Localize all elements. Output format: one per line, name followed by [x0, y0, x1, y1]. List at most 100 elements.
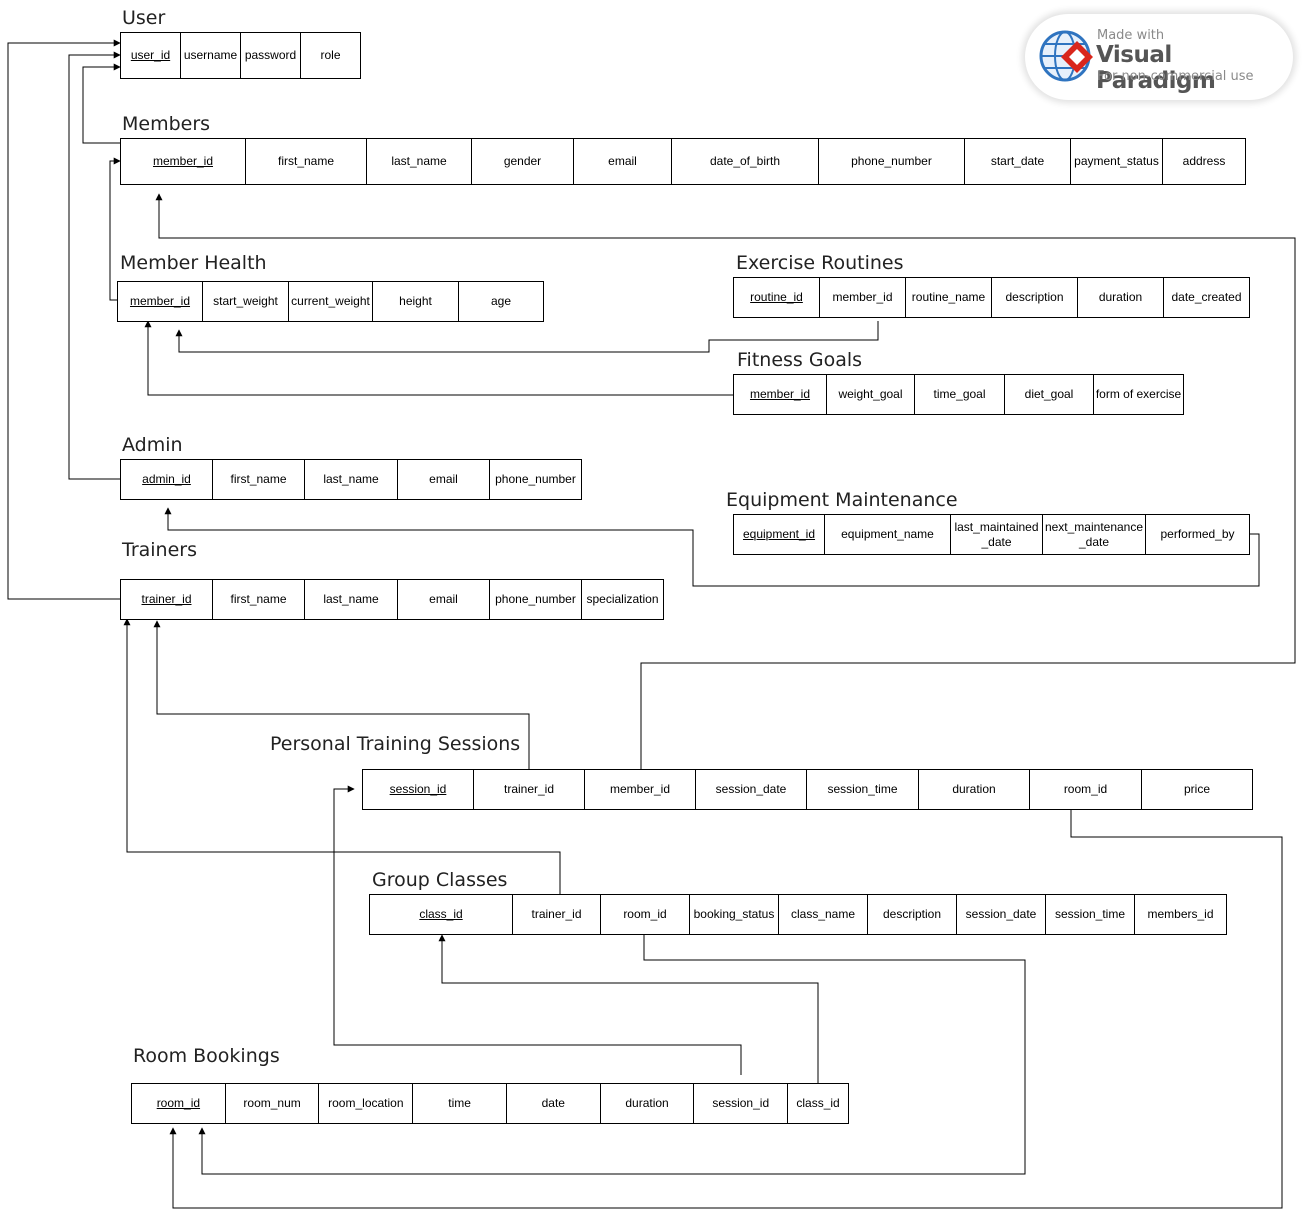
link-classes-to-bookings [198, 935, 1026, 1175]
trainers-entity-title: Trainers [122, 539, 197, 561]
exercise-routines-col-routine-id: routine_id [734, 278, 820, 317]
bookings-col-time: time [413, 1084, 507, 1123]
admin-col-first-name: first_name [213, 460, 305, 499]
equipment-maintenance-table[interactable]: equipment_id equipment_name last_maintai… [733, 514, 1250, 555]
classes-col-session-time: session_time [1046, 895, 1135, 934]
bookings-col-room-id: room_id [132, 1084, 226, 1123]
members-col-date-of-birth: date_of_birth [672, 139, 819, 184]
link-admin-to-user [68, 51, 121, 480]
trainers-table[interactable]: trainer_id first_name last_name email ph… [120, 579, 664, 620]
user-entity-title: User [122, 7, 166, 29]
fitness-goals-col-time-goal: time_goal [915, 375, 1005, 414]
members-col-first-name: first_name [246, 139, 367, 184]
link-bookings-to-sessions [333, 785, 742, 1075]
trainers-col-email: email [398, 580, 490, 619]
group-classes-table[interactable]: class_id trainer_id room_id booking_stat… [369, 894, 1227, 935]
members-col-gender: gender [472, 139, 574, 184]
member-health-col-member-id: member_id [118, 282, 203, 321]
watermark-line1: Made with [1097, 28, 1165, 43]
classes-col-booking-status: booking_status [690, 895, 779, 934]
classes-col-description: description [868, 895, 957, 934]
group-classes-entity-title: Group Classes [372, 869, 508, 891]
bookings-col-class-id: class_id [796, 1096, 840, 1110]
link-members-to-user [82, 63, 121, 144]
trainers-col-specialization: specialization [586, 592, 659, 606]
room-bookings-table[interactable]: room_id room_num room_location time date… [131, 1083, 849, 1124]
trainers-col-trainer-id: trainer_id [121, 580, 213, 619]
bookings-col-duration: duration [601, 1084, 695, 1123]
exercise-routines-col-description: description [992, 278, 1078, 317]
sessions-col-price: price [1183, 782, 1210, 796]
personal-training-sessions-table[interactable]: session_id trainer_id member_id session_… [362, 769, 1253, 810]
members-col-address: address [1182, 154, 1226, 168]
link-routines-to-health [175, 321, 879, 353]
admin-col-admin-id: admin_id [121, 460, 213, 499]
fitness-goals-col-form-of-exercise: form of exercise [1095, 387, 1182, 401]
admin-col-last-name: last_name [305, 460, 398, 499]
member-health-entity-title: Member Health [120, 252, 267, 274]
members-entity-title: Members [122, 113, 211, 135]
bookings-col-room-location: room_location [319, 1084, 414, 1123]
user-table[interactable]: user_id username password role [120, 32, 361, 79]
sessions-col-trainer-id: trainer_id [474, 770, 585, 809]
members-table[interactable]: member_id first_name last_name gender em… [120, 138, 1246, 185]
equipment-col-performed-by: performed_by [1160, 527, 1235, 541]
exercise-routines-entity-title: Exercise Routines [736, 252, 904, 274]
user-col-user-id: user_id [121, 33, 181, 78]
admin-col-email: email [398, 460, 490, 499]
classes-col-class-name: class_name [779, 895, 868, 934]
members-col-payment-status: payment_status [1071, 139, 1163, 184]
sessions-col-session-time: session_time [807, 770, 919, 809]
user-col-username: username [181, 33, 241, 78]
link-bookings-to-classes [438, 934, 819, 1083]
watermark-line2: Visual Paradigm [1096, 42, 1216, 94]
admin-col-phone-number: phone_number [495, 472, 576, 486]
sessions-col-session-date: session_date [696, 770, 807, 809]
member-health-table[interactable]: member_id start_weight current_weight he… [117, 281, 544, 322]
sessions-col-room-id: room_id [1030, 770, 1142, 809]
equipment-col-equipment-id: equipment_id [734, 515, 825, 554]
admin-entity-title: Admin [122, 434, 183, 456]
exercise-routines-col-duration: duration [1078, 278, 1164, 317]
link-health-to-members [109, 157, 121, 301]
bookings-col-session-id: session_id [694, 1084, 789, 1123]
exercise-routines-col-routine-name: routine_name [906, 278, 992, 317]
personal-training-sessions-entity-title: Personal Training Sessions [270, 733, 521, 755]
visual-paradigm-watermark: Made with Visual Paradigm For non-commer… [1025, 14, 1293, 100]
equipment-col-last-maintained-date: last_maintained _date [951, 515, 1043, 554]
classes-col-session-date: session_date [957, 895, 1046, 934]
members-col-start-date: start_date [965, 139, 1071, 184]
trainers-col-first-name: first_name [213, 580, 305, 619]
member-health-col-age: age [490, 294, 512, 308]
exercise-routines-col-member-id: member_id [820, 278, 906, 317]
admin-table[interactable]: admin_id first_name last_name email phon… [120, 459, 582, 500]
exercise-routines-table[interactable]: routine_id member_id routine_name descri… [733, 277, 1250, 318]
member-health-col-start-weight: start_weight [203, 282, 289, 321]
fitness-goals-entity-title: Fitness Goals [737, 349, 863, 371]
member-health-col-current-weight: current_weight [289, 282, 373, 321]
exercise-routines-col-date-created: date_created [1171, 290, 1242, 304]
user-col-role: role [320, 48, 341, 62]
members-col-last-name: last_name [367, 139, 472, 184]
room-bookings-entity-title: Room Bookings [133, 1045, 280, 1067]
classes-col-room-id: room_id [601, 895, 690, 934]
members-col-email: email [574, 139, 672, 184]
bookings-col-room-num: room_num [226, 1084, 320, 1123]
link-trainers-to-user [7, 39, 121, 600]
link-equipment-to-admin [164, 507, 1260, 587]
fitness-goals-table[interactable]: member_id weight_goal time_goal diet_goa… [733, 374, 1184, 415]
classes-col-class-id: class_id [370, 895, 513, 934]
members-col-member-id: member_id [121, 139, 246, 184]
classes-col-trainer-id: trainer_id [513, 895, 601, 934]
trainers-col-phone-number: phone_number [490, 580, 582, 619]
user-col-password: password [241, 33, 301, 78]
equipment-col-next-maintenance-date: next_maintenance _date [1043, 515, 1146, 554]
fitness-goals-col-diet-goal: diet_goal [1005, 375, 1094, 414]
sessions-col-duration: duration [919, 770, 1030, 809]
equipment-maintenance-entity-title: Equipment Maintenance [726, 489, 958, 511]
sessions-col-session-id: session_id [363, 770, 474, 809]
fitness-goals-col-weight-goal: weight_goal [827, 375, 915, 414]
link-goals-to-health [144, 320, 733, 396]
bookings-col-date: date [507, 1084, 601, 1123]
